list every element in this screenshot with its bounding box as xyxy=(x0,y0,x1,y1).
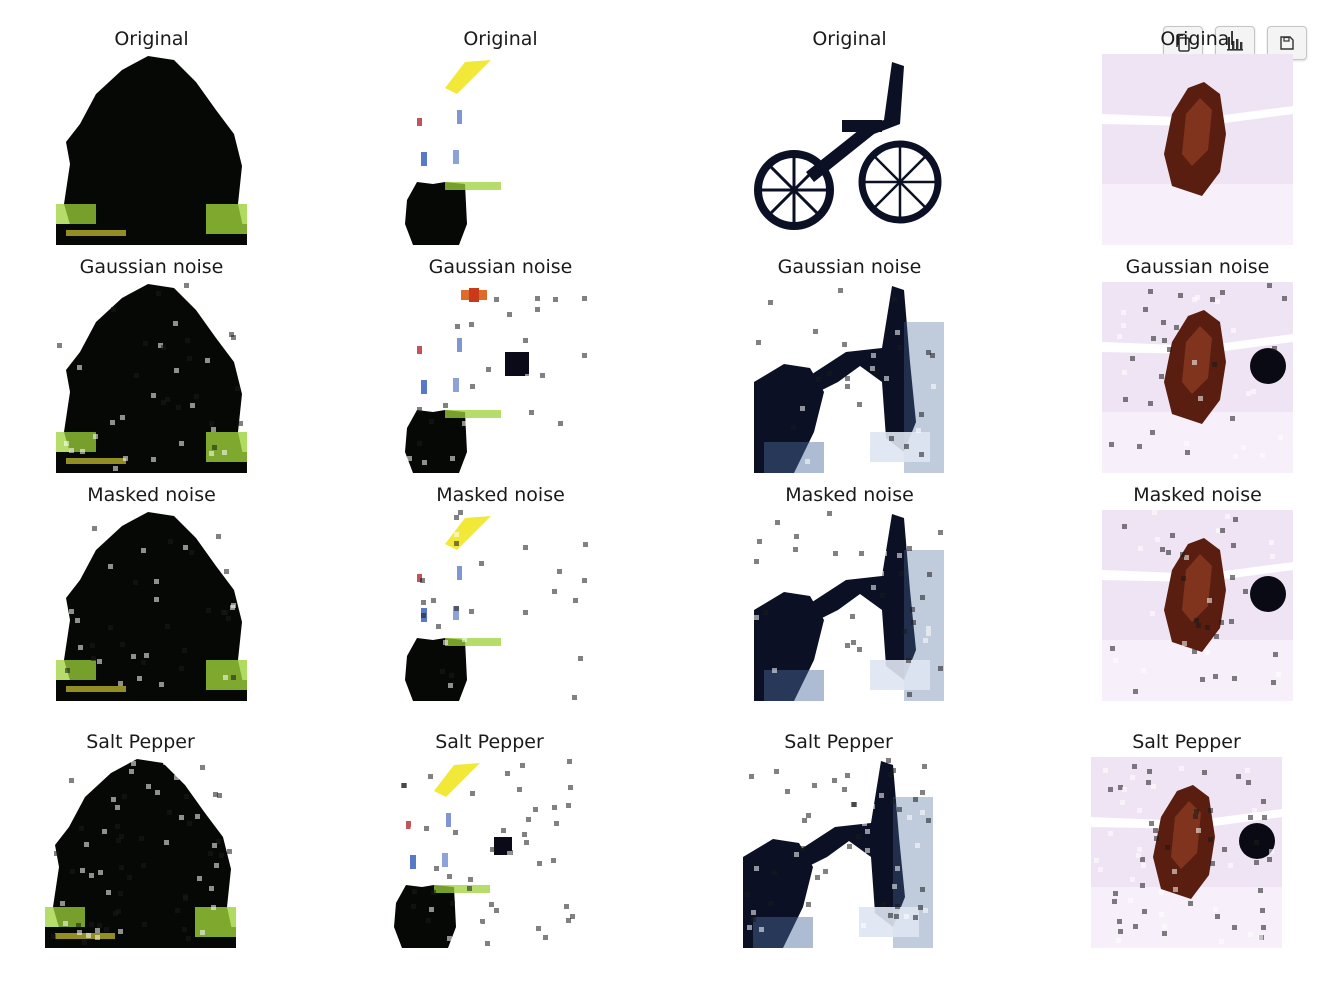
grid-cell: Gaussian noise xyxy=(405,256,596,473)
subplot-image-tree xyxy=(45,757,236,948)
grid-cell: Masked noise xyxy=(1102,484,1293,701)
grid-cell: Gaussian noise xyxy=(56,256,247,473)
subplot-image-squirrel xyxy=(1102,54,1293,245)
subplot-image-bicycle xyxy=(743,757,934,948)
grid-cell: Masked noise xyxy=(56,484,247,701)
subplot-title: Original xyxy=(114,28,189,50)
subplot-image-squirrel xyxy=(1102,282,1293,473)
subplot-image-tree xyxy=(56,282,247,473)
subplot-title: Gaussian noise xyxy=(79,256,224,278)
subplot-image-bird-plant xyxy=(405,510,596,701)
subplot-image-bird-plant xyxy=(394,757,585,948)
subplot-title: Gaussian noise xyxy=(777,256,922,278)
subplot-title: Masked noise xyxy=(785,484,914,506)
subplot-title: Masked noise xyxy=(1133,484,1262,506)
subplot-image-bicycle xyxy=(754,282,945,473)
grid-cell: Original xyxy=(1102,28,1293,245)
subplot-image-tree xyxy=(56,54,247,245)
copy-icon xyxy=(1174,33,1192,53)
subplot-title: Masked noise xyxy=(436,484,565,506)
subplot-image-bicycle xyxy=(754,54,945,245)
subplot-image-squirrel xyxy=(1091,757,1282,948)
subplot-image-tree xyxy=(56,510,247,701)
grid-cell: Original xyxy=(56,28,247,245)
subplot-title: Masked noise xyxy=(87,484,216,506)
subplot-title: Salt Pepper xyxy=(1132,731,1241,753)
grid-cell: Salt Pepper xyxy=(45,731,236,948)
subplot-title: Salt Pepper xyxy=(86,731,195,753)
grid-cell: Gaussian noise xyxy=(754,256,945,473)
grid-cell: Salt Pepper xyxy=(743,731,934,948)
subplot-image-squirrel xyxy=(1102,510,1293,701)
subplot-title: Original xyxy=(812,28,887,50)
grid-cell: Salt Pepper xyxy=(1091,731,1282,948)
grid-cell: Original xyxy=(405,28,596,245)
save-icon xyxy=(1279,35,1295,51)
subplot-title: Original xyxy=(463,28,538,50)
grid-cell: Masked noise xyxy=(405,484,596,701)
subplot-title: Original xyxy=(1160,28,1235,50)
grid-cell: Gaussian noise xyxy=(1102,256,1293,473)
grid-cell: Masked noise xyxy=(754,484,945,701)
subplot-image-bird-plant xyxy=(405,282,596,473)
subplot-image-bicycle xyxy=(754,510,945,701)
subplot-title: Gaussian noise xyxy=(1125,256,1270,278)
subplot-title: Gaussian noise xyxy=(428,256,573,278)
bar-chart-icon xyxy=(1226,34,1244,52)
grid-cell: Salt Pepper xyxy=(394,731,585,948)
subplot-title: Salt Pepper xyxy=(435,731,544,753)
subplot-image-bird-plant xyxy=(405,54,596,245)
subplot-title: Salt Pepper xyxy=(784,731,893,753)
grid-cell: Original xyxy=(754,28,945,245)
